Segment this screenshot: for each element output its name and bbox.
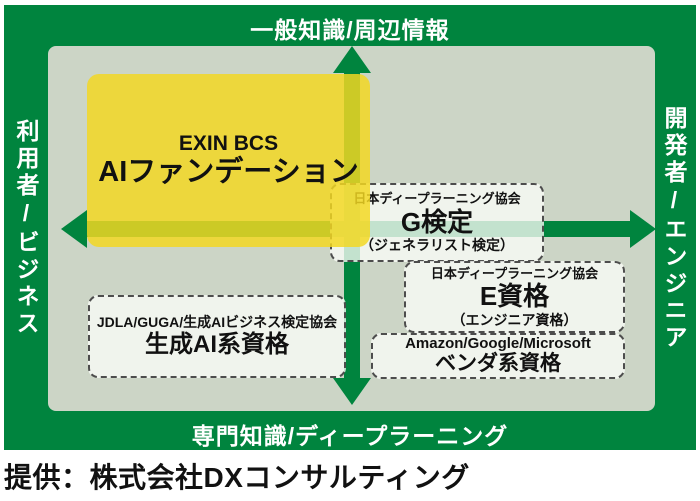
credit-caption: 提供：株式会社DXコンサルティング	[4, 462, 470, 493]
highlight-box-exin-bcs: EXIN BCS AIファンデーション	[87, 74, 370, 247]
cert-subtitle: （エンジニア資格）	[451, 311, 578, 328]
cert-org: JDLA/GUGA/生成AIビジネス検定協会	[96, 314, 338, 331]
axis-arrow-left-icon	[61, 210, 87, 248]
cert-org: Amazon/Google/Microsoft	[405, 334, 591, 352]
cert-box-e-shikaku: 日本ディープラーニング協会 E資格 （エンジニア資格）	[404, 261, 625, 333]
cert-subtitle: （ジェネラリスト検定）	[360, 237, 514, 254]
cert-title: 生成AI系資格	[145, 330, 289, 358]
axis-arrow-right-icon	[630, 210, 656, 248]
cert-org: 日本ディープラーニング協会	[430, 265, 599, 281]
cert-org: 日本ディープラーニング協会	[353, 191, 521, 207]
highlight-org: EXIN BCS	[178, 131, 279, 155]
cert-title: ベンダ系資格	[435, 352, 561, 376]
cert-title: E資格	[479, 281, 550, 312]
axis-label-bottom: 専門知識/ディープラーニング	[191, 423, 509, 449]
cert-title: G検定	[400, 206, 474, 237]
highlight-title: AIファンデーション	[98, 155, 359, 188]
axis-label-right: 開発者/エンジニア	[661, 105, 687, 352]
axis-label-left: 利用者/ビジネス	[13, 119, 39, 338]
axis-arrow-down-icon	[333, 378, 371, 405]
cert-box-gen-ai: JDLA/GUGA/生成AIビジネス検定協会 生成AI系資格	[88, 295, 346, 378]
axis-label-top: 一般知識/周辺情報	[250, 17, 450, 43]
cert-box-vendor: Amazon/Google/Microsoft ベンダ系資格	[371, 333, 625, 379]
